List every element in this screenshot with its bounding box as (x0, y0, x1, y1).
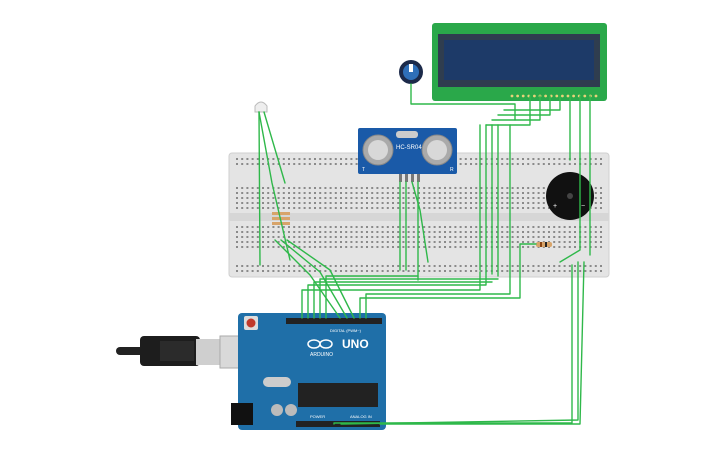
lcd-screen (444, 40, 594, 80)
wire[interactable] (263, 111, 286, 184)
arduino-uno-board[interactable]: UNO ARDUINO DIGITAL (PWM~) POWER ANALOG … (231, 313, 386, 430)
wire[interactable] (411, 181, 429, 263)
atmega-chip (298, 383, 378, 407)
buzzer-plus-label: + (553, 203, 557, 210)
wire[interactable] (497, 95, 551, 116)
wire[interactable] (359, 243, 537, 319)
sensor-pins[interactable] (399, 174, 420, 182)
wire[interactable] (340, 261, 579, 425)
wire[interactable] (301, 271, 481, 319)
wires[interactable] (258, 83, 591, 425)
buzzer-minus-label: − (581, 203, 585, 210)
wire[interactable] (410, 83, 516, 121)
analog-label: ANALOG IN (350, 414, 372, 419)
capacitor (285, 404, 297, 416)
wire[interactable] (258, 111, 261, 266)
wire[interactable] (485, 95, 531, 126)
wire[interactable] (313, 281, 493, 319)
wire[interactable] (319, 278, 499, 319)
wire[interactable] (325, 275, 419, 319)
wire[interactable] (365, 124, 511, 319)
piezo-buzzer[interactable]: + − (546, 172, 594, 220)
sensor-crystal (396, 131, 418, 138)
wire[interactable] (503, 95, 561, 111)
sensor-right-mark: R (450, 167, 454, 173)
sensor-label: HC-SR04 (396, 145, 422, 151)
potentiometer-knob-indicator (409, 64, 413, 72)
power-label: POWER (310, 414, 325, 419)
wire[interactable] (280, 239, 348, 319)
capacitor (271, 404, 283, 416)
sensor-left-mark: T (362, 167, 365, 173)
ultrasonic-sensor[interactable]: HC-SR04 T R (358, 128, 457, 182)
arduino-logo-text: UNO (342, 337, 369, 351)
digital-label: DIGITAL (PWM~) (330, 328, 362, 333)
power-jack (231, 403, 253, 425)
digital-header[interactable] (286, 318, 382, 324)
crystal (263, 377, 291, 387)
potentiometer[interactable] (399, 60, 423, 84)
led[interactable] (254, 101, 268, 113)
buzzer-resistor[interactable] (536, 242, 552, 247)
wire[interactable] (379, 261, 585, 425)
wire[interactable] (286, 239, 355, 319)
wire[interactable] (491, 95, 541, 121)
infinity-logo-icon (307, 339, 333, 349)
wire[interactable] (258, 111, 291, 261)
analog-power-header[interactable] (296, 421, 380, 427)
wire[interactable] (274, 239, 341, 319)
lcd-display[interactable] (432, 23, 607, 101)
arduino-brand-text: ARDUINO (310, 352, 333, 358)
wire[interactable] (559, 95, 581, 263)
wire[interactable] (333, 264, 573, 425)
